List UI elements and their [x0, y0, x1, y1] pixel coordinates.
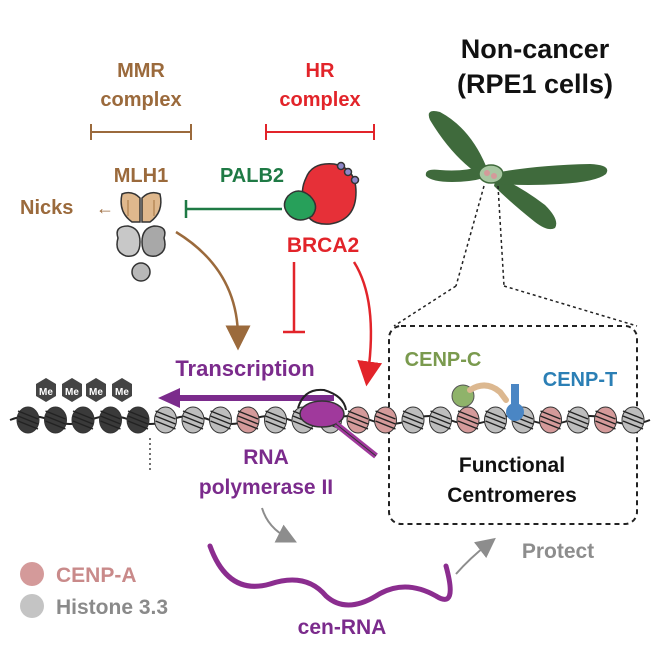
svg-text:Me: Me: [115, 387, 129, 398]
mlh1-protein-icon: [116, 191, 166, 282]
nucleosome: [71, 406, 95, 434]
nucleosome: [264, 406, 287, 434]
chromosome-icon: [425, 111, 608, 230]
cenp-t-protein-icon: [506, 384, 524, 421]
palb2-inhibits-mlh1: [184, 200, 282, 218]
hr-label-line-2: complex: [279, 89, 360, 111]
cenp-a-swatch: [20, 562, 44, 586]
cen-rna-strand: [207, 543, 453, 608]
zoom-line-left: [455, 185, 485, 287]
cenp-t-label: CENP-T: [543, 369, 617, 391]
cenp-c-protein-icon: [451, 382, 509, 408]
hr-bracket: [265, 124, 375, 140]
methyl-mark: Me: [36, 378, 56, 402]
nucleosome: [44, 406, 67, 434]
protect-arrow: [455, 537, 496, 575]
mmr-label-line-1: MMR: [117, 60, 165, 82]
title-line-1: Non-cancer: [461, 34, 610, 64]
nicks-label: Nicks: [20, 197, 73, 219]
nucleosome: [539, 406, 562, 434]
rna-polymerase-icon: [297, 388, 378, 459]
methyl-mark: Me: [86, 378, 106, 402]
hr-label-line-1: HR: [306, 60, 335, 82]
brca2-to-chromatin-arrow: [352, 261, 383, 387]
nucleosome: [99, 406, 122, 434]
mmr-label-line-2: complex: [100, 89, 181, 111]
palb2-label: PALB2: [220, 165, 284, 187]
nucleosome: [126, 406, 150, 434]
zoom-line-box-right: [503, 285, 638, 327]
nucleosome: [236, 406, 260, 434]
nucleosome: [181, 406, 205, 434]
legend-label-histone: Histone 3.3: [56, 596, 168, 619]
brca2-label: BRCA2: [287, 234, 359, 257]
mlh1-label: MLH1: [114, 165, 168, 187]
nucleosome: [154, 406, 177, 434]
svg-text:Me: Me: [65, 387, 79, 398]
zoom-line-right: [497, 185, 505, 287]
zoom-line-box-left: [393, 285, 457, 327]
transcription-label: Transcription: [175, 356, 314, 381]
histone-swatch: [20, 594, 44, 618]
nucleosome: [621, 406, 645, 434]
mlh1-to-transcription-arrow: [175, 230, 251, 351]
functional-centromeres-line-2: Centromeres: [447, 484, 577, 507]
methyl-mark: Me: [112, 378, 132, 402]
transcription-arrow: [158, 388, 334, 408]
legend: CENP-A Histone 3.3: [20, 562, 168, 619]
svg-text:Me: Me: [89, 387, 103, 398]
nucleosome: [346, 406, 370, 434]
nucleosome: [456, 406, 480, 434]
functional-centromeres-line-1: Functional: [459, 454, 565, 477]
cen-rna-label: cen-RNA: [298, 616, 387, 639]
brca2-inhibits-transcription: [283, 262, 305, 334]
nucleosome: [484, 406, 507, 434]
mmr-bracket: [90, 124, 192, 140]
palb2-protein-icon: [283, 190, 317, 221]
nucleosome: [566, 406, 590, 434]
methylation-marks: Me Me Me Me: [36, 378, 132, 402]
protect-label: Protect: [522, 540, 594, 563]
nucleosome: [594, 406, 617, 434]
svg-text:Me: Me: [39, 387, 53, 398]
title-line-2: (RPE1 cells): [457, 69, 613, 99]
nucleosome: [16, 406, 40, 434]
methyl-mark: Me: [62, 378, 82, 402]
nucleosome: [209, 406, 232, 434]
nucleosome: [401, 406, 425, 434]
nucleosome: [374, 406, 397, 434]
nucleosome: [429, 406, 452, 434]
rnap-label-line-2: polymerase II: [199, 476, 333, 499]
legend-item-histone: Histone 3.3: [20, 594, 168, 619]
cenp-c-label: CENP-C: [405, 349, 482, 371]
rnap-label-line-1: RNA: [243, 446, 289, 469]
legend-item-cenp-a: CENP-A: [20, 562, 137, 587]
nicks-arrow: ←: [96, 198, 114, 218]
rnap-to-cenrna-arrow: [261, 507, 297, 543]
legend-label-cenp-a: CENP-A: [56, 564, 137, 587]
